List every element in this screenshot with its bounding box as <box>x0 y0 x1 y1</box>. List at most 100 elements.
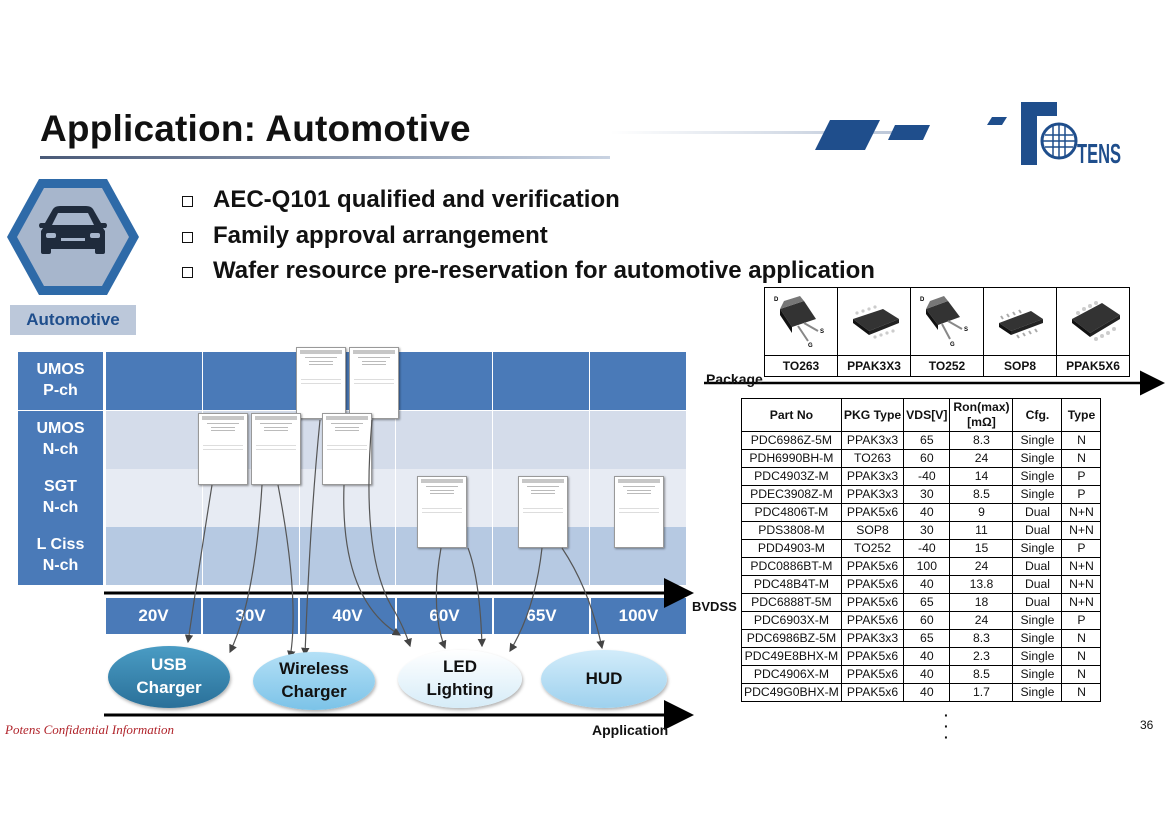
package-name: PPAK5X6 <box>1056 355 1130 377</box>
svg-text:D: D <box>774 297 779 303</box>
table-header: Part No <box>741 398 842 432</box>
table-cell: 11 <box>949 521 1014 540</box>
table-cell: N <box>1061 647 1102 666</box>
logo-wordmark: TENS <box>1077 138 1121 169</box>
table-cell: 60 <box>903 611 951 630</box>
table-cell: 30 <box>903 485 951 504</box>
table-cell: 24 <box>949 611 1014 630</box>
table-cell: P <box>1061 467 1102 486</box>
table-cell: 14 <box>949 467 1014 486</box>
to263-package-icon: D S G <box>774 296 824 349</box>
svg-text:S: S <box>964 327 968 333</box>
table-cell: -40 <box>903 467 951 486</box>
bullet-item: Family approval arrangement <box>182 222 548 250</box>
voltage-label: 20V <box>106 598 203 634</box>
potens-logo: TENS <box>1021 102 1121 169</box>
table-cell: 1.7 <box>949 683 1014 702</box>
table-cell: PDC0886BT-M <box>741 557 842 576</box>
approval-document-thumbnail <box>349 347 399 419</box>
table-cell: Dual <box>1012 575 1063 594</box>
svg-text:G: G <box>808 343 813 349</box>
table-cell: PPAK3x3 <box>840 485 905 504</box>
table-cell: 40 <box>903 575 951 594</box>
confidential-footer: Potens Confidential Information <box>5 722 174 737</box>
table-cell: SOP8 <box>840 521 905 540</box>
table-header: PKG Type <box>840 398 905 432</box>
table-cell: 9 <box>949 503 1014 522</box>
checkbox-bullet-icon <box>182 266 193 278</box>
voltage-label: 100V <box>618 606 659 625</box>
package-name: TO263 <box>764 355 838 377</box>
table-header: Cfg. <box>1012 398 1063 432</box>
table-cell: TO263 <box>840 449 905 468</box>
svg-text:D: D <box>920 297 925 303</box>
more-rows-ellipsis: ··· <box>944 707 949 745</box>
table-cell: 8.3 <box>949 431 1014 450</box>
table-cell: 65 <box>903 431 951 450</box>
package-name: PPAK3X3 <box>837 355 911 377</box>
table-cell: 40 <box>903 503 951 522</box>
app-usb-charger: USB Charger <box>108 646 230 708</box>
table-cell: N <box>1061 629 1102 648</box>
table-cell: Single <box>1012 647 1063 666</box>
package-image-to252: D S G <box>910 287 984 356</box>
table-cell: Single <box>1012 467 1063 486</box>
package-table: D S G D S G <box>764 287 1130 377</box>
table-cell: 40 <box>903 647 951 666</box>
package-name: TO252 <box>910 355 984 377</box>
table-cell: 2.3 <box>949 647 1014 666</box>
table-cell: Single <box>1012 485 1063 504</box>
table-cell: 8.3 <box>949 629 1014 648</box>
package-image-sop8 <box>983 287 1057 356</box>
table-cell: 40 <box>903 665 951 684</box>
voltage-label: 40V <box>300 598 397 634</box>
approval-document-thumbnail <box>296 347 346 419</box>
table-cell: PPAK5x6 <box>840 575 905 594</box>
header-decoration <box>610 117 1007 150</box>
svg-text:G: G <box>950 342 955 348</box>
table-cell: TO252 <box>840 539 905 558</box>
grid-row-lciss-nch <box>106 527 686 585</box>
table-cell: 65 <box>903 593 951 612</box>
package-image-ppak5x6 <box>1056 287 1130 356</box>
table-cell: -40 <box>903 539 951 558</box>
table-cell: 8.5 <box>949 665 1014 684</box>
checkbox-bullet-icon <box>182 231 193 243</box>
table-cell: PDC49E8BHX-M <box>741 647 842 666</box>
voltage-label: 30V <box>203 598 300 634</box>
table-cell: PPAK5x6 <box>840 503 905 522</box>
table-cell: PDC4806T-M <box>741 503 842 522</box>
table-cell: Single <box>1012 665 1063 684</box>
sop8-package-icon <box>999 309 1043 339</box>
table-cell: Single <box>1012 431 1063 450</box>
table-cell: P <box>1061 485 1102 504</box>
table-cell: Single <box>1012 683 1063 702</box>
package-axis-label: Package <box>706 371 763 387</box>
table-cell: Dual <box>1012 521 1063 540</box>
table-cell: 8.5 <box>949 485 1014 504</box>
row-label-sgt-nch: SGT N-ch <box>18 469 103 527</box>
package-image-ppak3x3 <box>837 287 911 356</box>
approval-document-thumbnail <box>518 476 568 548</box>
table-cell: 15 <box>949 539 1014 558</box>
table-cell: N+N <box>1061 503 1102 522</box>
table-cell: N+N <box>1061 521 1102 540</box>
voltage-label: 65V <box>494 598 591 634</box>
table-cell: N <box>1061 683 1102 702</box>
table-cell: PDC6888T-5M <box>741 593 842 612</box>
table-cell: 60 <box>903 449 951 468</box>
ppak3x3-package-icon <box>853 305 899 339</box>
application-axis-label: Application <box>592 722 669 738</box>
table-cell: PDH6990BH-M <box>741 449 842 468</box>
table-cell: Dual <box>1012 593 1063 612</box>
